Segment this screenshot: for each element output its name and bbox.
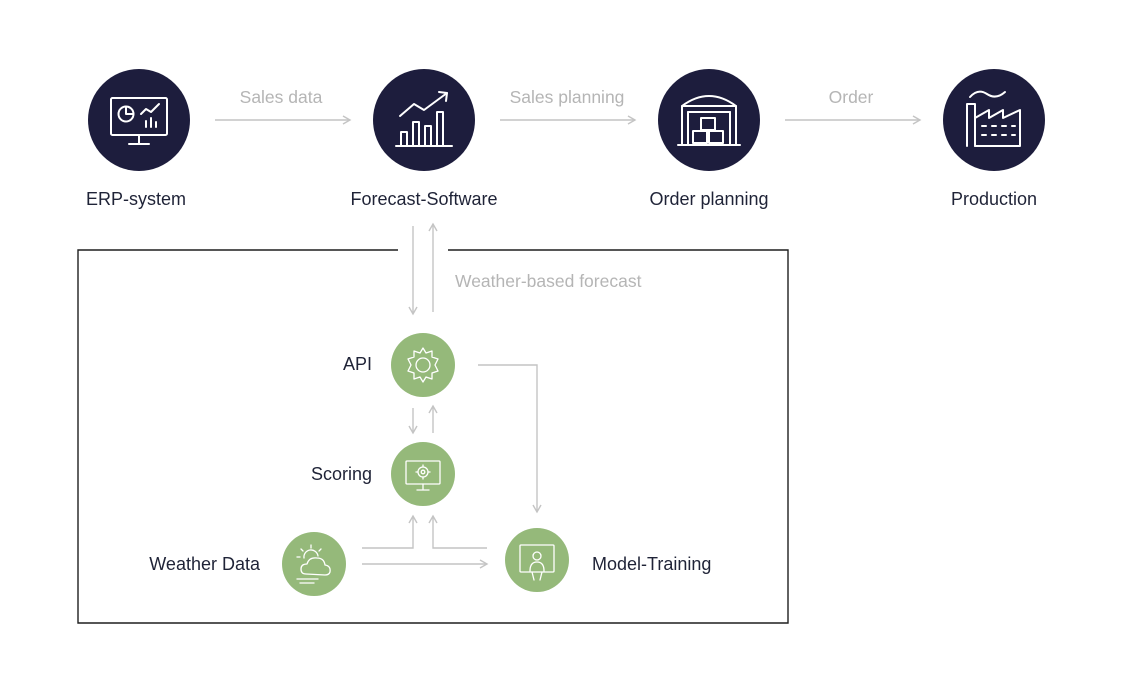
node-circle [658, 69, 760, 171]
edge-label-sales-planning: Sales planning [510, 87, 625, 107]
node-label-api: API [343, 354, 372, 374]
subsystem-frame [77, 249, 789, 624]
edge-label-sales-data: Sales data [240, 87, 323, 107]
node-label-order-planning: Order planning [649, 189, 768, 209]
node-circle [943, 69, 1045, 171]
presenter-board-icon [519, 544, 555, 581]
node-model-training: Model-Training [505, 528, 711, 592]
node-scoring: Scoring [311, 442, 455, 506]
node-label-forecast-software: Forecast-Software [350, 189, 497, 209]
node-production: Production [943, 69, 1045, 209]
node-forecast-software: Forecast-Software [350, 69, 498, 209]
monitor-gear-icon [405, 460, 441, 491]
node-label-scoring: Scoring [311, 464, 372, 484]
node-label-weather-data: Weather Data [149, 554, 261, 574]
weather-cloud-icon [296, 544, 331, 584]
node-label-erp-system: ERP-system [86, 189, 186, 209]
arrow-weather-to-scoring [362, 514, 418, 549]
warehouse-icon [677, 95, 741, 146]
factory-icon [966, 90, 1021, 147]
node-erp-system: ERP-system [86, 69, 190, 209]
node-label-production: Production [951, 189, 1037, 209]
arrow-training-to-scoring [428, 514, 487, 549]
node-circle [282, 532, 346, 596]
node-api: API [343, 333, 455, 397]
node-order-planning: Order planning [649, 69, 769, 209]
node-weather-data: Weather Data [149, 532, 346, 596]
node-circle [88, 69, 190, 171]
growth-chart-icon [395, 91, 453, 147]
monitor-chart-icon [110, 97, 168, 145]
gear-icon [407, 347, 439, 383]
node-circle [391, 333, 455, 397]
node-circle [373, 69, 475, 171]
edge-label-weather-based-forecast: Weather-based forecast [455, 271, 642, 291]
arrow-api-to-training [478, 364, 542, 514]
edge-label-order: Order [829, 87, 874, 107]
node-label-model-training: Model-Training [592, 554, 711, 574]
